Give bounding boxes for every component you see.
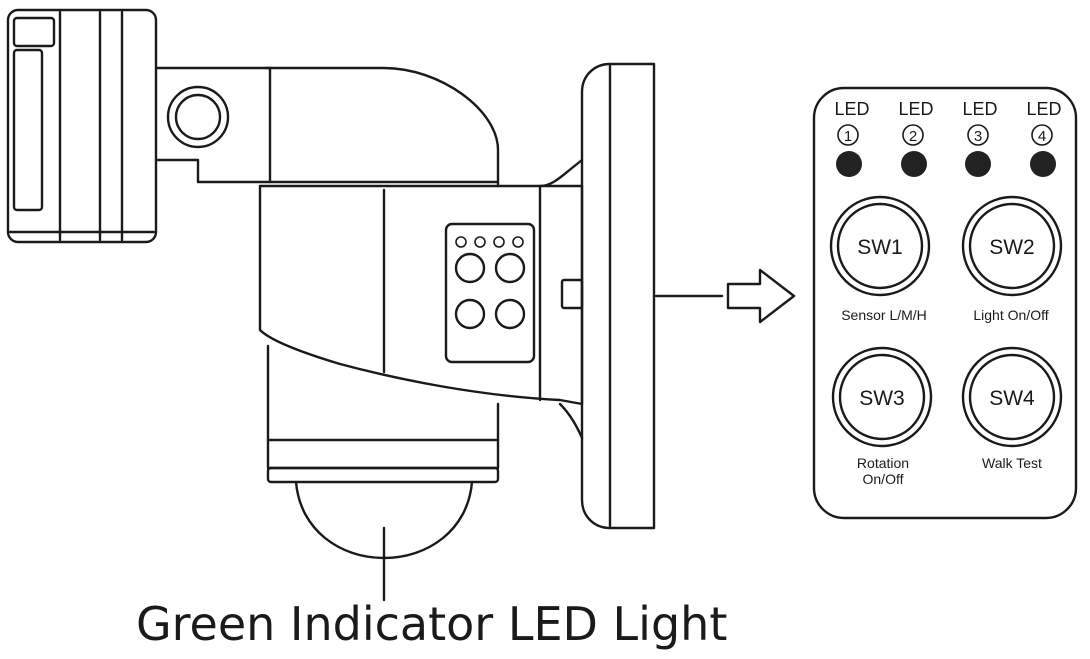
led-3: LED 3 bbox=[962, 99, 998, 177]
sensor-housing bbox=[258, 158, 584, 406]
callout-connector bbox=[654, 268, 796, 324]
control-panel-detail: LED 1 LED 2 LED 3 LED 4 bbox=[812, 86, 1078, 520]
sw2-label: SW2 bbox=[989, 236, 1035, 259]
led-2-dot bbox=[901, 151, 927, 177]
panel-frame bbox=[812, 86, 1078, 520]
led-3-number: 3 bbox=[974, 128, 982, 145]
led-2-number: 2 bbox=[909, 128, 917, 145]
led-1: LED 1 bbox=[834, 99, 870, 177]
sw4-caption: Walk Test bbox=[982, 455, 1042, 471]
outline-arrow-right-icon bbox=[726, 268, 796, 324]
lamp-head bbox=[6, 8, 158, 244]
sw1-label: SW1 bbox=[857, 236, 903, 259]
switch-sw3: SW3 Rotation On/Off bbox=[831, 346, 933, 487]
switch-sw4: SW4 Walk Test bbox=[961, 346, 1063, 471]
sw1-caption: Sensor L/M/H bbox=[841, 307, 927, 323]
led-4-label: LED bbox=[1026, 99, 1061, 119]
switch-sw2: SW2 Light On/Off bbox=[961, 195, 1063, 323]
sw3-caption-line2: On/Off bbox=[863, 471, 904, 487]
led-1-number: 1 bbox=[844, 128, 852, 145]
switch-sw1: SW1 Sensor L/M/H bbox=[829, 195, 931, 323]
led-3-label: LED bbox=[962, 99, 997, 119]
led-2-label: LED bbox=[898, 99, 933, 119]
sw3-caption: Rotation bbox=[857, 455, 909, 471]
led-4-dot bbox=[1030, 151, 1056, 177]
sw2-caption: Light On/Off bbox=[973, 307, 1048, 323]
mini-control-panel bbox=[444, 222, 536, 364]
sw3-label: SW3 bbox=[859, 387, 905, 410]
mount-arm bbox=[154, 66, 500, 188]
led-4: LED 4 bbox=[1026, 99, 1062, 177]
led-row: LED 1 LED 2 LED 3 LED 4 bbox=[834, 99, 1062, 177]
indicator-caption: Green Indicator LED Light bbox=[136, 597, 727, 651]
sw4-label: SW4 bbox=[989, 387, 1035, 410]
light-fixture-illustration bbox=[6, 8, 656, 602]
led-2: LED 2 bbox=[898, 99, 934, 177]
wall-plate bbox=[558, 62, 656, 530]
led-1-dot bbox=[836, 151, 862, 177]
led-4-number: 4 bbox=[1038, 128, 1046, 145]
led-3-dot bbox=[965, 151, 991, 177]
lower-body bbox=[266, 344, 500, 560]
led-1-label: LED bbox=[834, 99, 869, 119]
